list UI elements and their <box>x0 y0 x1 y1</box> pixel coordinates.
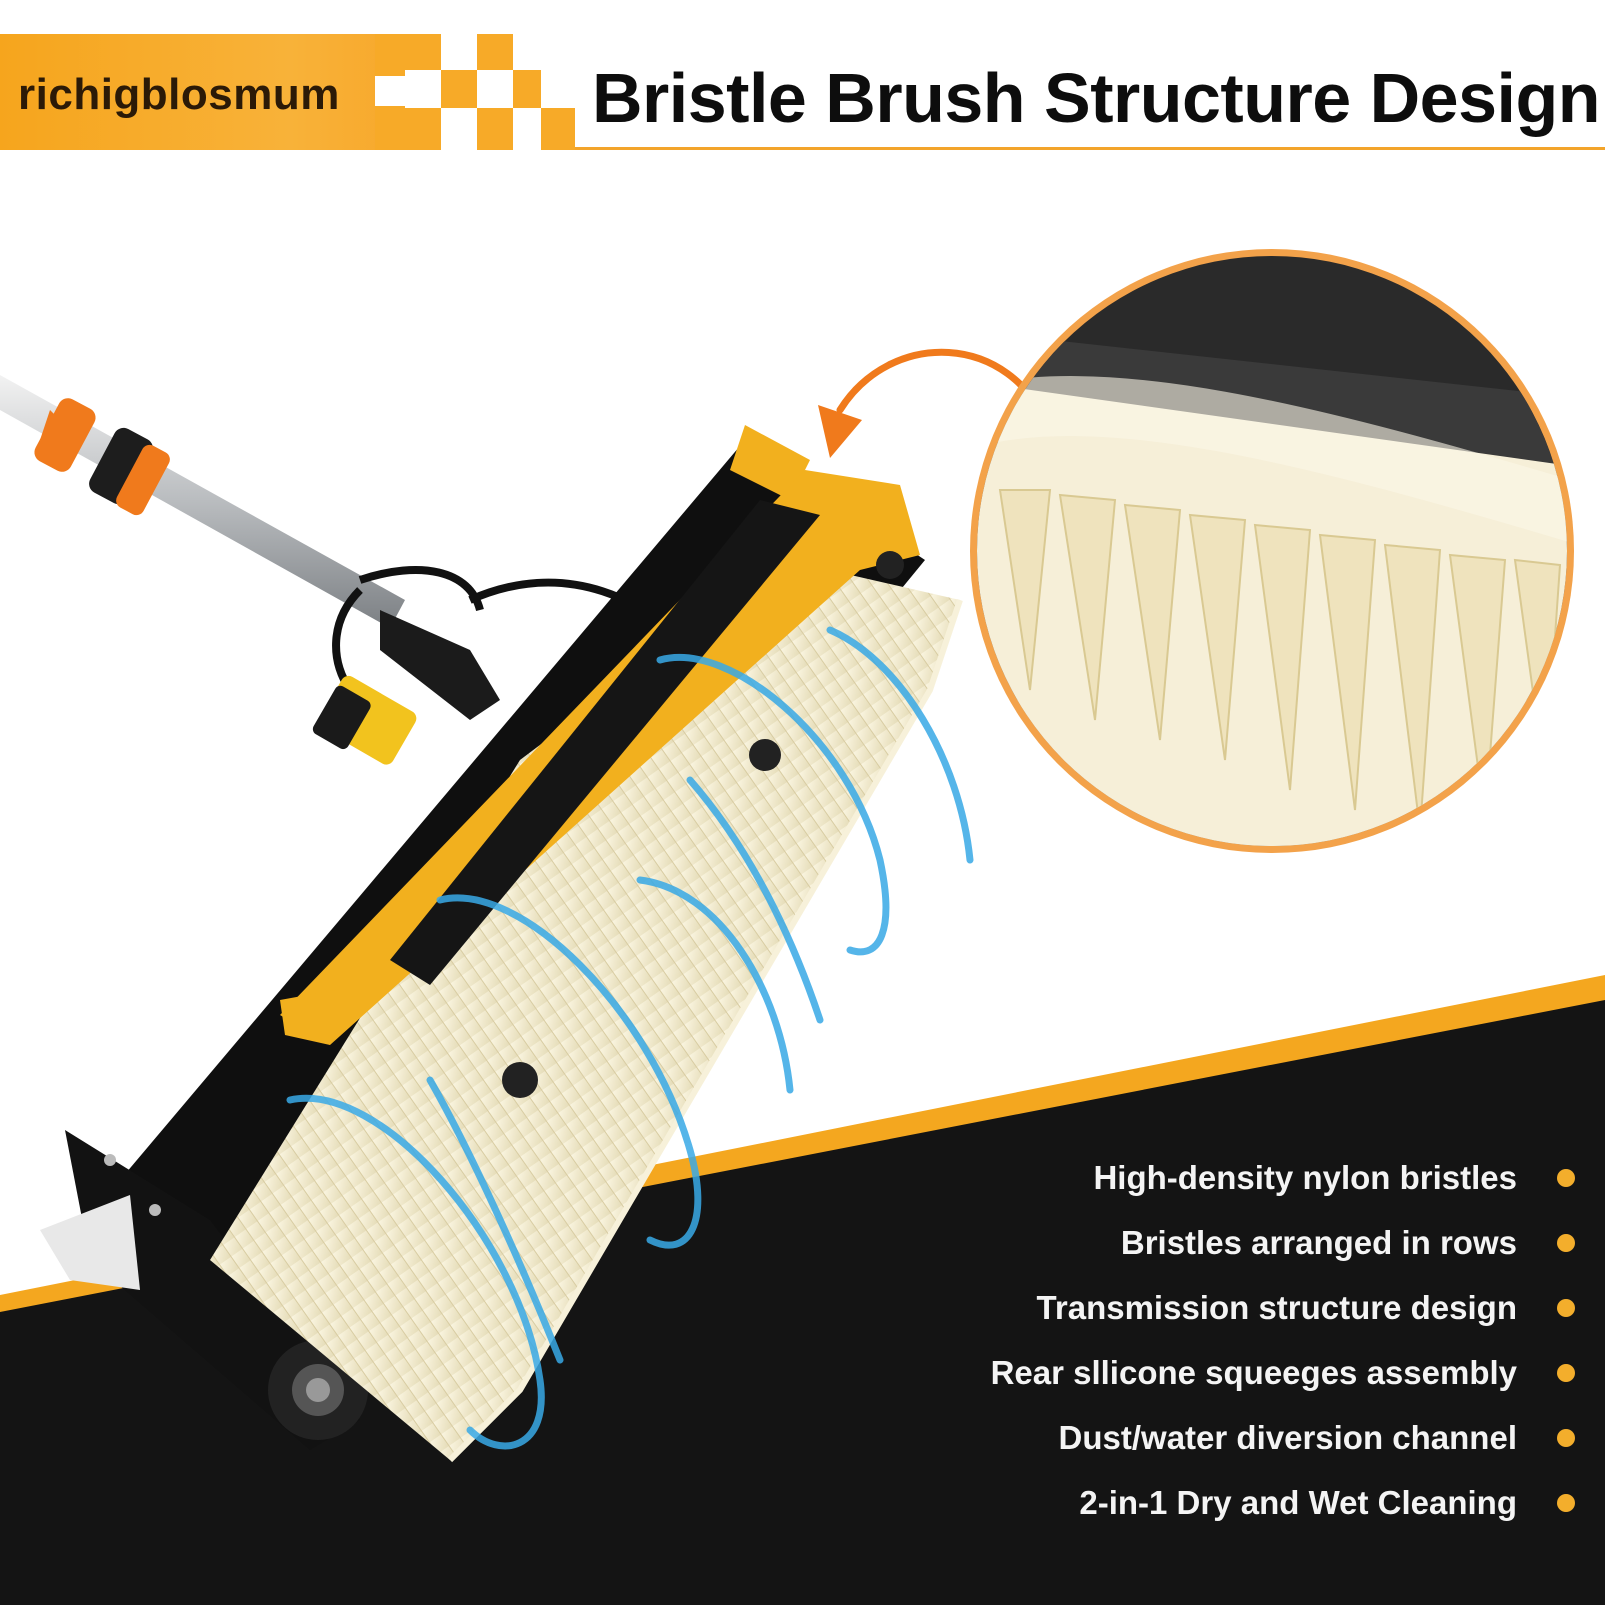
feature-label: High-density nylon bristles <box>1093 1158 1517 1196</box>
orange-dot-icon <box>1557 1428 1575 1447</box>
feature-item: Dust/water diversion channel <box>815 1405 1575 1470</box>
feature-list: High-density nylon bristles Bristles arr… <box>815 1145 1575 1535</box>
telescopic-pole <box>0 375 724 720</box>
feature-item: Transmission structure design <box>815 1275 1575 1340</box>
feature-label: Bristles arranged in rows <box>1120 1223 1517 1261</box>
brand-name: richigblosmum <box>18 70 340 119</box>
bristle-roller <box>210 560 963 1463</box>
feature-item: Bristles arranged in rows <box>815 1210 1575 1275</box>
orange-dot-icon <box>1557 1363 1575 1382</box>
checker-pattern <box>375 34 575 150</box>
brand-bar <box>0 34 415 150</box>
feature-item: Rear sllicone squeeges assembly <box>815 1340 1575 1405</box>
bristle-zoom-detail <box>970 249 1574 853</box>
orange-dot-icon <box>1557 1298 1575 1317</box>
header-rule <box>575 147 1605 150</box>
water-connector <box>312 675 417 765</box>
header-banner: richigblosmum Bristle Brush Structure De… <box>0 0 1605 160</box>
dark-background-panel <box>0 975 1605 1605</box>
orange-dot-icon <box>1557 1168 1575 1187</box>
feature-label: Dust/water diversion channel <box>1058 1418 1517 1456</box>
page-title: Bristle Brush Structure Design <box>592 59 1601 137</box>
feature-label: 2-in-1 Dry and Wet Cleaning <box>1079 1483 1517 1521</box>
feature-label: Transmission structure design <box>1036 1288 1517 1326</box>
orange-dot-icon <box>1557 1233 1575 1252</box>
motion-swirls <box>286 626 974 1450</box>
orange-dot-icon <box>1557 1493 1575 1512</box>
feature-label: Rear sllicone squeeges assembly <box>990 1353 1517 1391</box>
feature-item: High-density nylon bristles <box>815 1145 1575 1210</box>
feature-item: 2-in-1 Dry and Wet Cleaning <box>815 1470 1575 1535</box>
